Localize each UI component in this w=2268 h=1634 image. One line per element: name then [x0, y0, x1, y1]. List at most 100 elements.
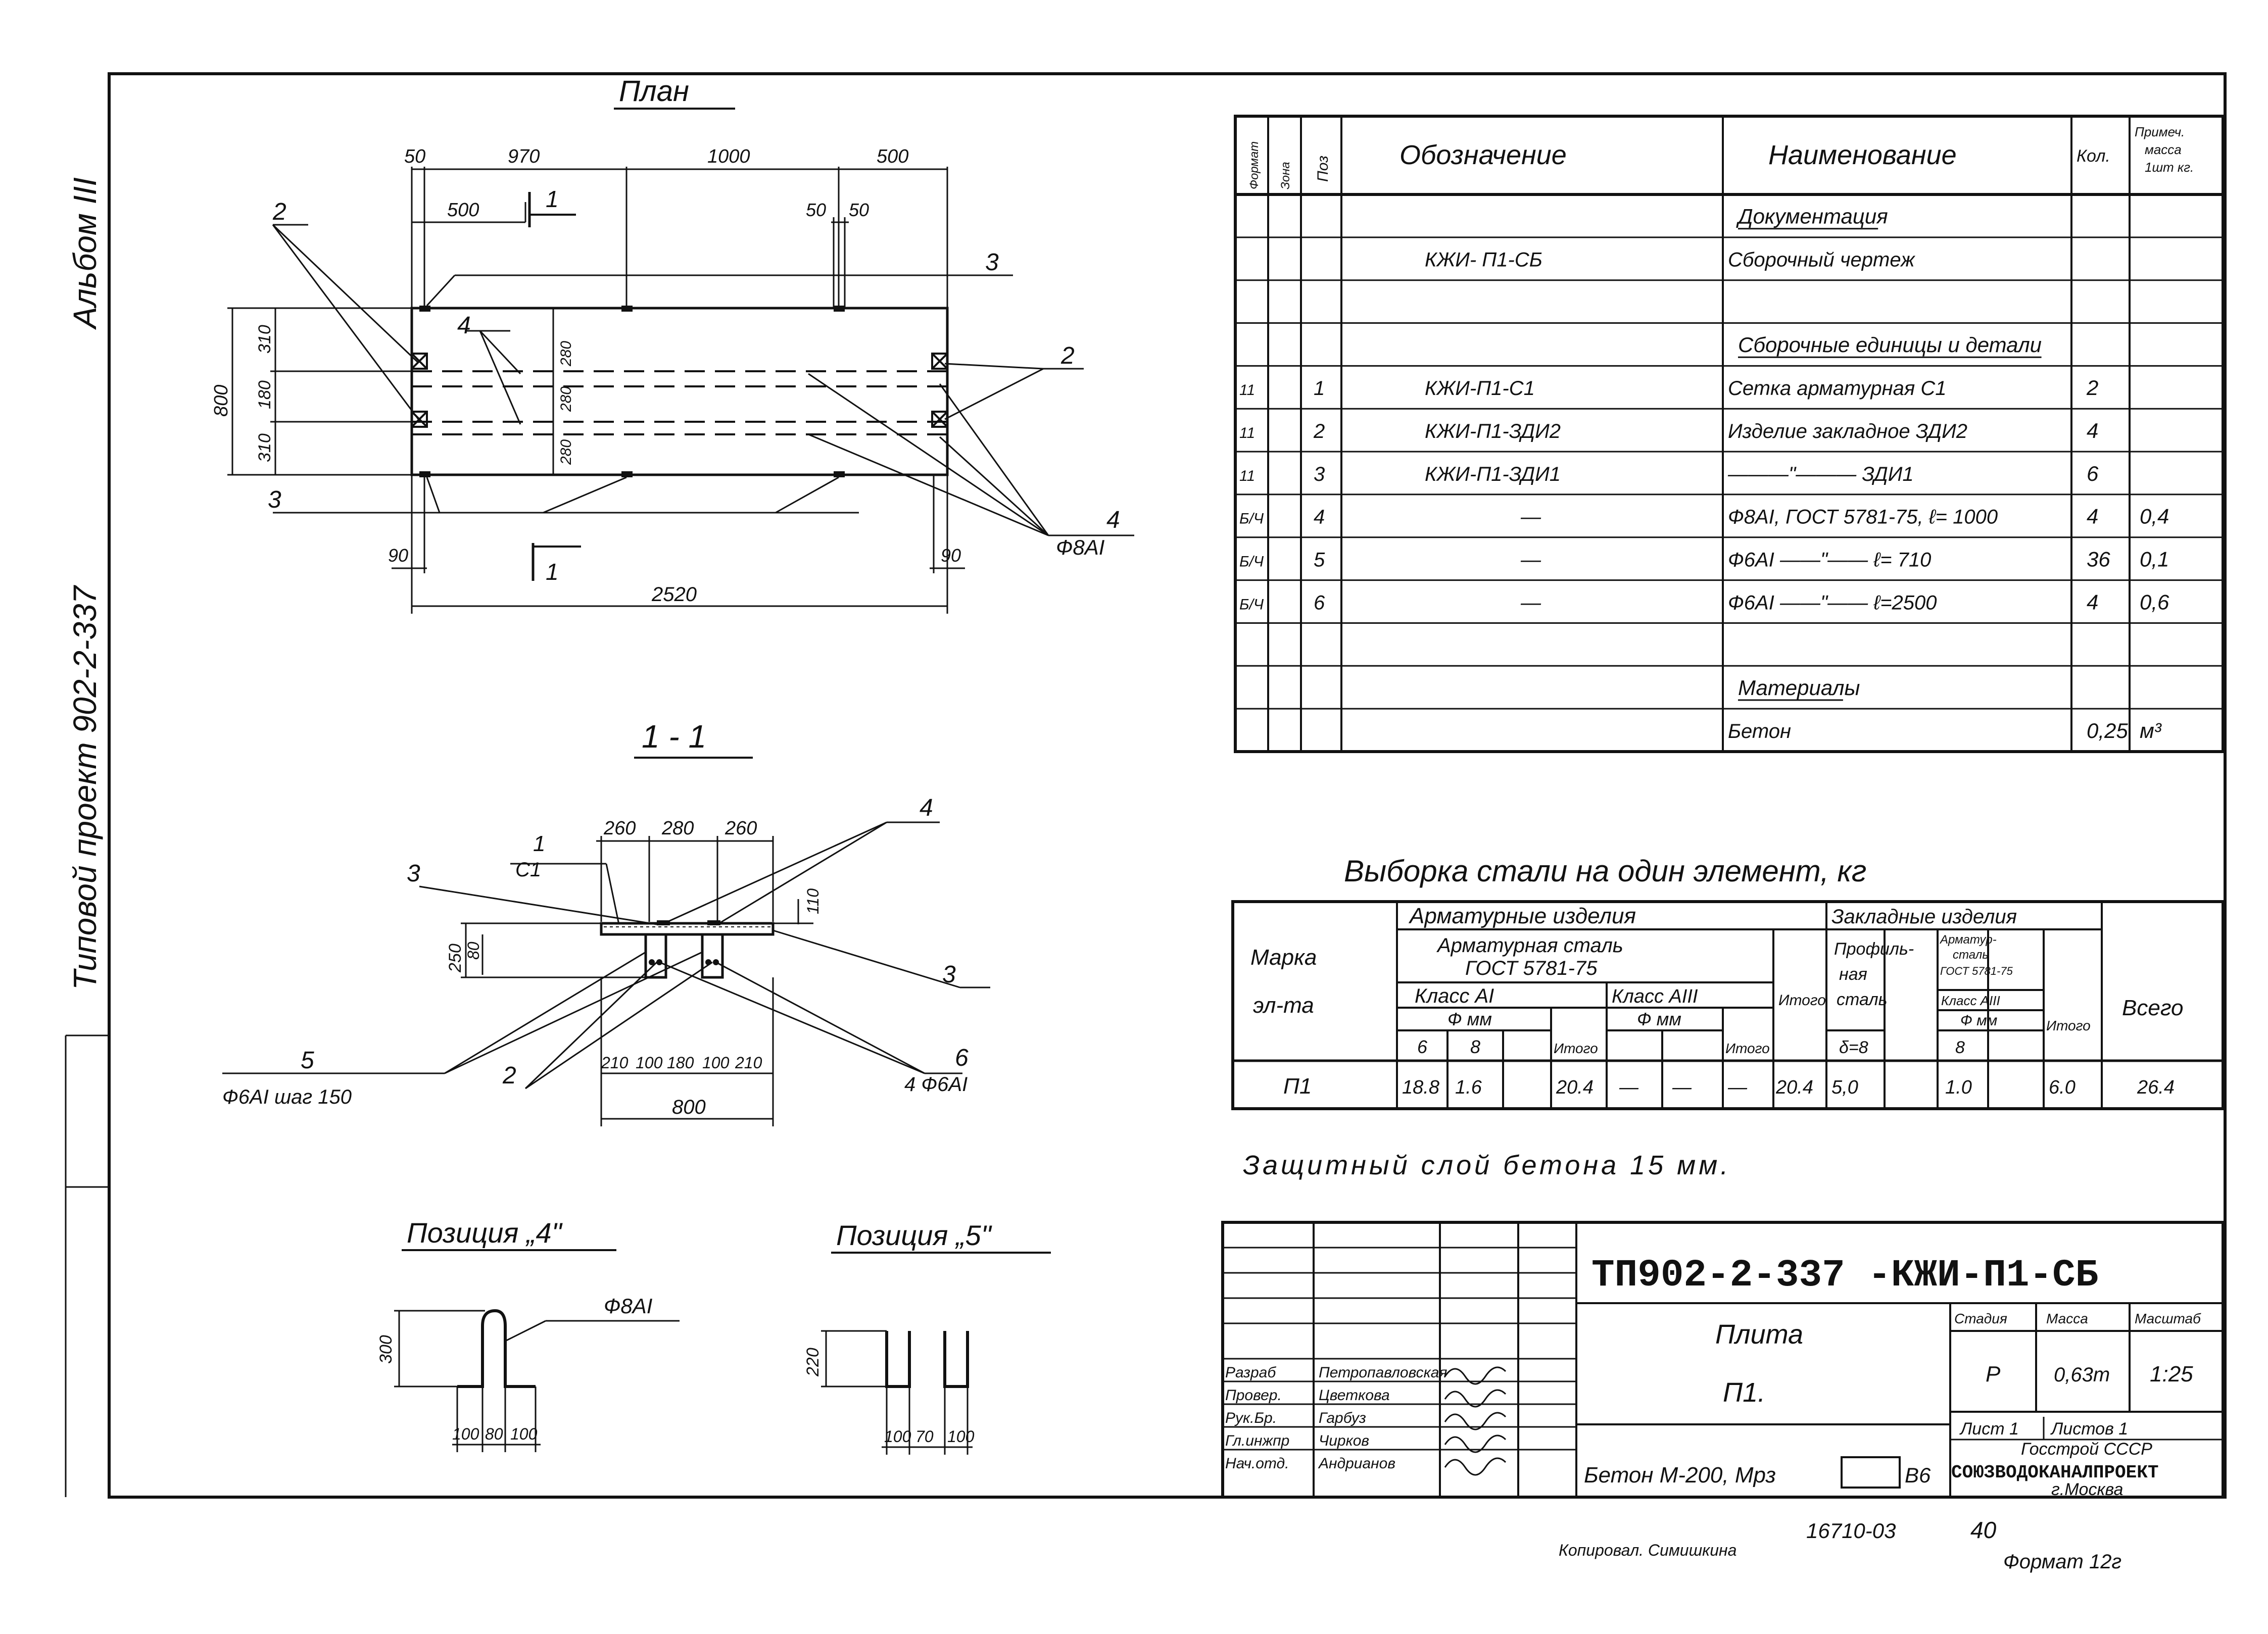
footer-copied: Копировал. Симишкина — [1559, 1541, 1736, 1559]
spec-cell-qty: 2 — [2086, 376, 2098, 400]
spec-cell-name: Бетон — [1728, 720, 1791, 742]
steel-h-classA1: Класс АI — [1415, 985, 1494, 1007]
spec-cell-note: 0,4 — [2140, 505, 2169, 528]
tb-role: Разраб — [1225, 1364, 1276, 1381]
tb-person: Цветкова — [1319, 1387, 1390, 1404]
plan-callout-4-right: 4 — [1106, 507, 1120, 533]
steel-cell: 1.0 — [1945, 1077, 1972, 1098]
pos4-bar-label: Ф8АI — [604, 1294, 653, 1318]
plan-dim-top-1: 50 — [404, 146, 425, 167]
spec-cell-name: Ф6АI ——"—— ℓ=2500 — [1728, 591, 1937, 614]
tb-signature — [1444, 1389, 1507, 1408]
plan-slab-outline — [410, 307, 949, 476]
tb-code: ТП902-2-337 -КЖИ-П1-СБ — [1591, 1254, 2098, 1297]
spec-cell-des: — — [1520, 506, 1541, 528]
section-dim-bottom-1: 210 — [601, 1054, 629, 1072]
tb-b6: В6 — [1905, 1463, 1931, 1487]
spec-cell-note: 0,6 — [2140, 590, 2169, 614]
tb-h-stage: Стадия — [1954, 1311, 2007, 1326]
pos4-bar — [457, 1309, 536, 1388]
spec-cell-pos: 5 — [1314, 549, 1325, 571]
plan-dim-top-4: 500 — [877, 146, 908, 167]
plan-dim-inner-2: 280 — [558, 386, 574, 412]
spec-cell-pos: 6 — [1314, 591, 1325, 614]
tb-h-scale: Масштаб — [2135, 1311, 2201, 1326]
spec-h-note-1: Примеч. — [2135, 124, 2185, 139]
spec-cell-des: — — [1520, 591, 1541, 614]
section-note-5: Ф6АI шаг 150 — [222, 1086, 352, 1108]
steel-h-emb: Закладные изделия — [1831, 906, 2017, 928]
plan-dim-inner-3: 280 — [558, 439, 574, 465]
steel-cell: 5,0 — [1831, 1077, 1858, 1098]
spec-cell-name: Ф8АI, ГОСТ 5781-75, ℓ= 1000 — [1728, 506, 1998, 528]
spec-table: Формат Зона Поз Обозначение Наименование… — [1234, 115, 2225, 753]
spec-cell-name: Материалы — [1738, 676, 1860, 700]
sheet-frame — [108, 72, 2227, 1499]
section-callout-2: 2 — [502, 1062, 516, 1089]
plan-callout-2-right: 2 — [1060, 342, 1075, 369]
tb-mass: 0,63т — [2054, 1364, 2110, 1386]
section-dim-80: 80 — [464, 942, 482, 960]
spec-h-qty: Кол. — [2077, 146, 2110, 166]
section-callout-c1: С1 — [515, 859, 541, 881]
plan-callout-3-top: 3 — [985, 249, 999, 276]
section-dim-bottom-5: 210 — [735, 1054, 762, 1072]
pos5-dim-1: 100 — [884, 1427, 911, 1446]
section-note-6: 4 Ф6АI — [904, 1073, 968, 1096]
tb-person: Петропавловская — [1319, 1364, 1447, 1381]
spec-cell-qty: 4 — [2087, 505, 2098, 528]
spec-cell-fmt: 11 — [1239, 425, 1255, 441]
pos4-height: 300 — [376, 1335, 396, 1364]
steel-cell: 26.4 — [2137, 1077, 2175, 1098]
steel-cell: — — [1727, 1077, 1748, 1098]
spec-cell-note: м³ — [2140, 719, 2162, 742]
plan-dim-inner-1: 280 — [558, 341, 574, 367]
tb-role: Гл.инжпр — [1225, 1432, 1289, 1449]
steel-cell: 6.0 — [2049, 1077, 2076, 1098]
spec-cell-pos: 4 — [1314, 506, 1325, 528]
spec-h-zone: Зона — [1279, 162, 1292, 189]
spec-cell-name: Ф6АI ——"—— ℓ= 710 — [1728, 549, 1931, 571]
section-dim-250: 250 — [446, 944, 465, 973]
plan-dim-bottom-90b: 90 — [941, 545, 961, 566]
spec-cell-pos: 3 — [1314, 463, 1325, 485]
plan-dim-bottom-90a: 90 — [388, 545, 408, 566]
tb-signature — [1444, 1457, 1507, 1476]
tb-org3: г.Москва — [2051, 1480, 2123, 1499]
steel-h-prof-2: ная — [1839, 965, 1867, 984]
position-5: Позиция „5" 220 100 70 100 — [803, 1219, 1051, 1455]
steel-h-classA3b: Класс АIII — [1941, 993, 2000, 1008]
plan-dim-left-180: 180 — [255, 380, 274, 409]
steel-h-mark-2: эл-та — [1253, 993, 1314, 1018]
steel-h-embsteel-3: ГОСТ 5781-75 — [1940, 965, 2013, 977]
spec-cell-des: КЖИ-П1-ЗДИ2 — [1425, 420, 1561, 442]
steel-h-d8: δ=8 — [1839, 1038, 1868, 1057]
section-callout-3-right: 3 — [942, 961, 956, 988]
spec-cell-fmt: 11 — [1239, 382, 1255, 399]
protective-layer-note: Защитный слой бетона 15 мм. — [1243, 1150, 1731, 1180]
pos5-height: 220 — [803, 1348, 823, 1377]
spec-cell-name: Изделие закладное ЗДИ2 — [1728, 420, 1967, 442]
tb-frost-box — [1841, 1456, 1901, 1489]
tb-org2: СОЮЗВОДОКАНАЛПРОЕКТ — [1951, 1462, 2158, 1483]
steel-h-6: 6 — [1417, 1036, 1428, 1057]
steel-h-armsteel-2: ГОСТ 5781-75 — [1465, 957, 1598, 979]
plan-dim-left-310a: 310 — [255, 325, 274, 354]
pos4-title: Позиция „4" — [407, 1217, 563, 1249]
tb-person: Андрианов — [1318, 1455, 1395, 1472]
spec-h-pos: Поз — [1315, 156, 1331, 182]
tb-person: Чирков — [1319, 1432, 1369, 1449]
section-callout-3-left: 3 — [407, 860, 420, 887]
tb-role: Провер. — [1225, 1387, 1282, 1404]
tb-signature — [1444, 1412, 1507, 1430]
spec-cell-des: КЖИ-П1-ЗДИ1 — [1425, 463, 1561, 485]
plan-callout-2-left: 2 — [272, 199, 286, 225]
spec-cell-fmt: Б/Ч — [1239, 511, 1264, 527]
tb-role: Рук.Бр. — [1225, 1410, 1277, 1426]
steel-h-itogo-1: Итого — [1554, 1041, 1598, 1056]
spec-cell-name: Сборочные единицы и детали — [1738, 333, 2042, 357]
pos5-dim-3: 100 — [947, 1427, 975, 1446]
section-dim-110: 110 — [804, 888, 822, 914]
section-dim-bottom-4: 100 — [702, 1054, 730, 1072]
plan-dim-top-3: 1000 — [707, 146, 750, 167]
